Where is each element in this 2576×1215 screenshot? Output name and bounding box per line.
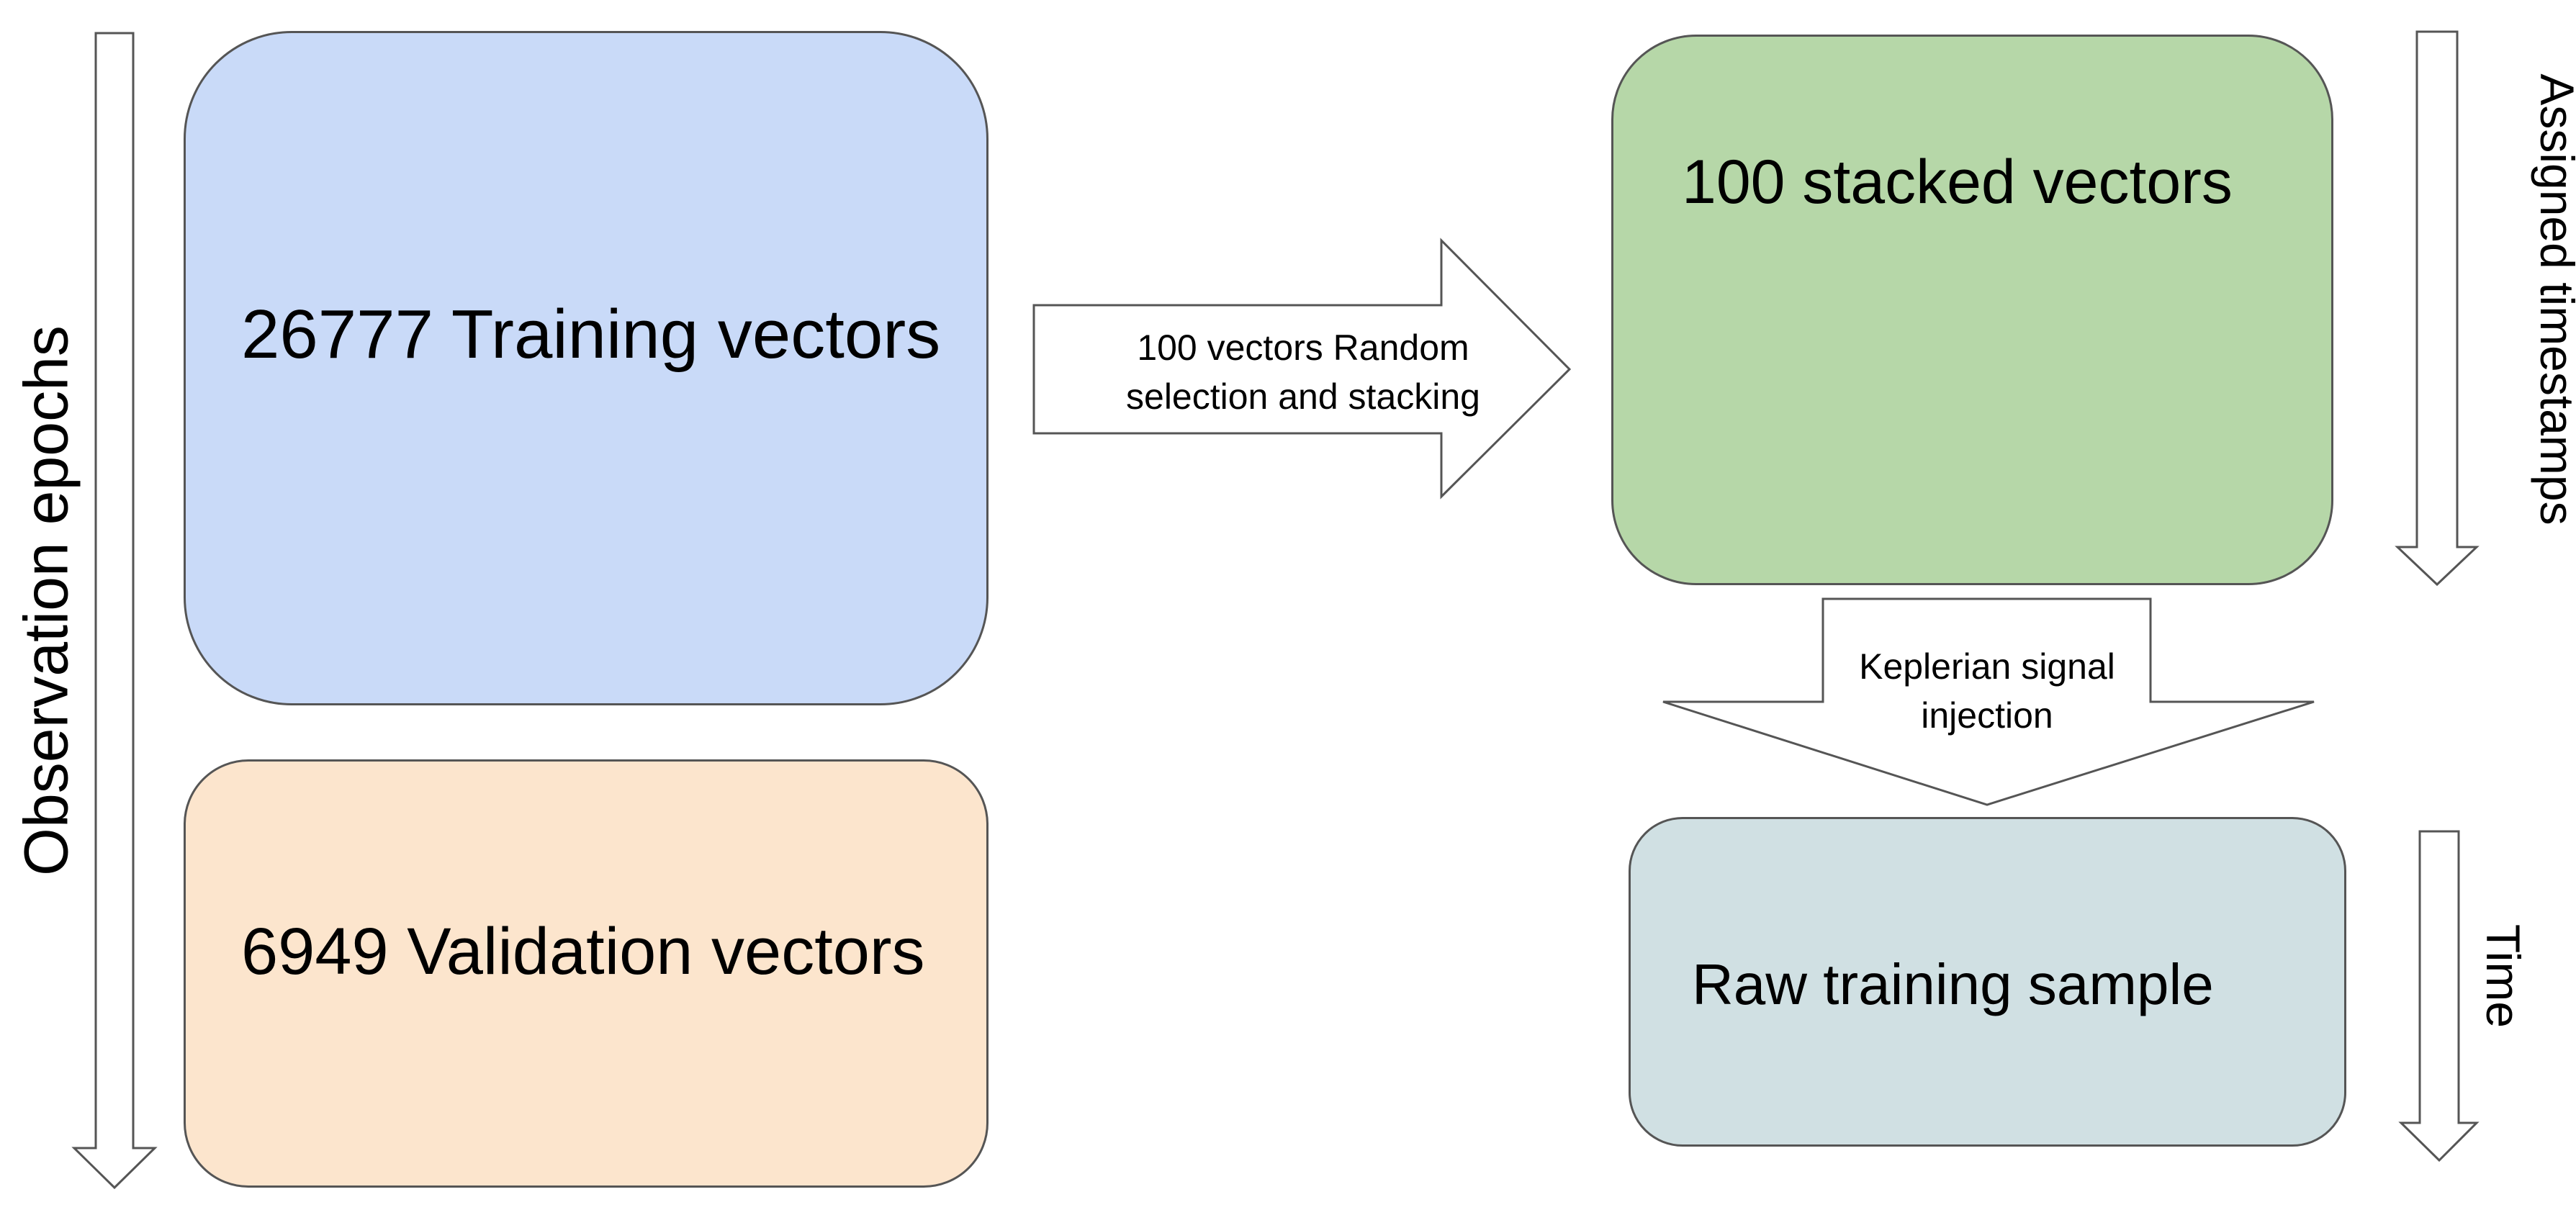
keplerian-injection-text: Keplerian signal injection: [1800, 643, 2174, 740]
keplerian-injection-arrow: [1662, 597, 2315, 806]
observation-epochs-arrow: [71, 32, 158, 1190]
keplerian-injection-line2: injection: [1921, 695, 2053, 736]
raw-training-sample-box: Raw training sample: [1629, 817, 2346, 1147]
stacked-vectors-box: 100 stacked vectors: [1611, 35, 2333, 585]
time-label: Time: [2477, 923, 2530, 1029]
training-vectors-label: 26777 Training vectors: [241, 295, 941, 373]
assigned-timestamps-label: Assigned timestamps: [2531, 73, 2576, 525]
random-selection-text: 100 vectors Random selection and stackin…: [1058, 324, 1548, 421]
observation-epochs-label: Observation epochs: [12, 325, 81, 876]
random-selection-arrow: [1032, 238, 1572, 500]
stacked-vectors-label: 100 stacked vectors: [1682, 148, 2233, 217]
keplerian-injection-line1: Keplerian signal: [1859, 646, 2115, 687]
assigned-timestamps-arrow: [2395, 30, 2480, 587]
validation-vectors-label: 6949 Validation vectors: [241, 915, 925, 989]
training-vectors-box: 26777 Training vectors: [184, 31, 988, 705]
random-selection-line1: 100 vectors Random: [1137, 328, 1469, 368]
time-arrow: [2398, 830, 2480, 1162]
validation-vectors-box: 6949 Validation vectors: [184, 759, 988, 1188]
random-selection-line2: selection and stacking: [1126, 376, 1480, 417]
raw-training-sample-label: Raw training sample: [1692, 952, 2214, 1016]
